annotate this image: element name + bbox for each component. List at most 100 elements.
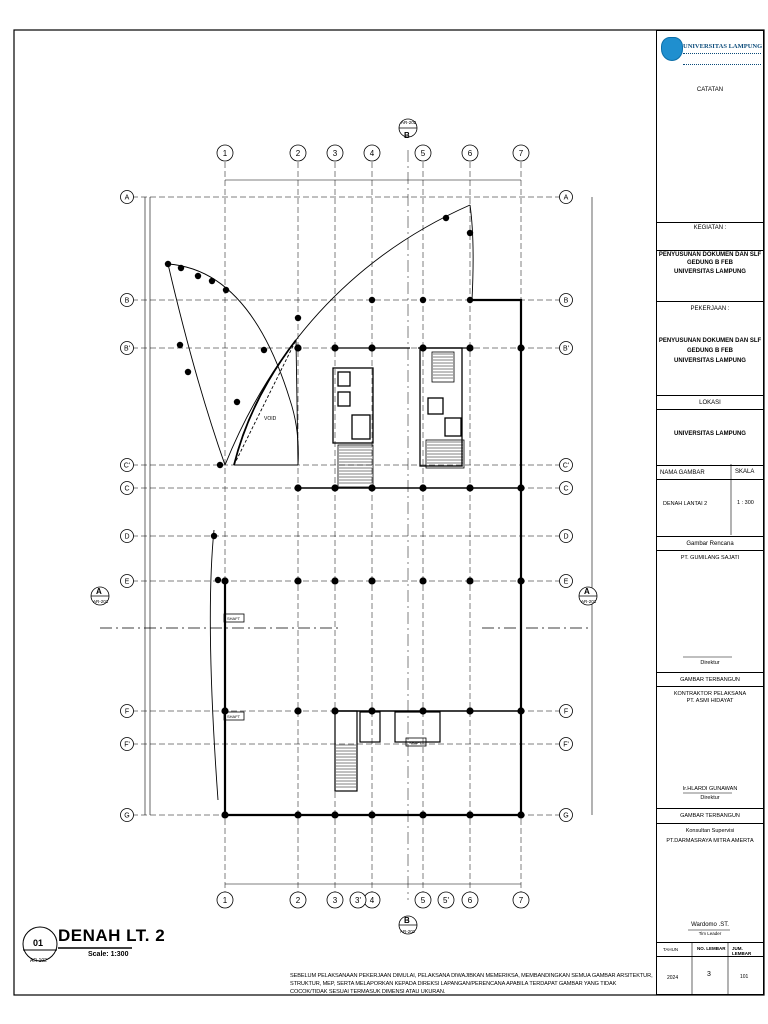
column-5-C [419,484,427,492]
grid-bubble-label: A [564,195,569,202]
grid-lines-horizontal [132,196,570,816]
grid-bubble-A-left [120,190,134,204]
grid-bubble-F'-left [120,737,134,751]
grid-bubble-label: 6 [468,149,473,158]
shaft-box-3 [405,737,427,747]
column-6-E [466,577,474,585]
grid-bubble-G-left [120,808,134,822]
column-6-C [466,484,474,492]
grid-bubble-E-right [559,574,573,588]
grid-bubble-label: F [564,709,568,716]
column-7-G [517,811,525,819]
grid-bubble-label: F' [124,742,130,749]
gambar-terbangun-2: GAMBAR TERBANGUN [657,808,763,820]
grid-bubble-C'-right [559,458,573,472]
column-7-B' [517,344,525,352]
grid-bubble-label: 2 [296,896,301,905]
grid-bubble-label: 7 [519,896,524,905]
column-4-E [368,577,376,585]
grid-bubble-label: F [125,709,129,716]
nama-gambar-label: NAMA GAMBAR [657,465,763,479]
kegiatan-line-1: PENYUSUNAN DOKUMEN DAN SLF [657,250,763,258]
grid-bubble-6-bottom [461,891,479,909]
direktur-2: Direktur [700,795,720,801]
column-5-B' [419,344,427,352]
facade-column-0 [164,260,172,268]
column-1-E [221,577,229,585]
direktur-1: Direktur [700,660,720,666]
column-5-E [419,577,427,585]
skala-value: 1 : 300 [737,500,754,506]
general-note: SEBELUM PELAKSANAAN PEKERJAAN DIMULAI, P… [290,973,653,995]
grid-bubble-D-right [559,529,573,543]
grid-bubble-2-top [289,144,307,162]
grid-bubble-3'-bottom [349,891,367,909]
title-badge: 01 AR-102 [22,926,132,964]
section-mark-top: AR-202 B [398,118,418,140]
grid-bubble-label: B [125,298,130,305]
shaft-box-2 [223,711,245,721]
svg-text:AR-201: AR-201 [581,599,597,604]
column-3-E [331,577,339,585]
grid-bubble-label: 3 [333,896,338,905]
facade-column-11 [260,346,268,354]
sheet-border [13,29,765,996]
facade-column-13 [368,296,376,304]
tahun-label: TAHUN [657,942,763,956]
grid-bubble-label: 5 [421,896,426,905]
university-name: UNIVERSITAS LAMPUNG [683,43,763,50]
grid-bubble-label: E [564,579,569,586]
column-1-F [221,707,229,715]
svg-text:B: B [404,916,410,925]
column-7-C [517,484,525,492]
shaft-label-2: SHAFT [227,714,241,719]
pekerjaan-label: PEKERJAAN : [657,301,763,315]
grid-bubble-F-left [120,704,134,718]
grid-bubble-C-left [120,481,134,495]
column-1-G [221,811,229,819]
no-lembar-value: 3 [707,971,711,978]
no-lembar-label: NO. LEMBAR [697,946,726,951]
svg-text:01: 01 [33,938,43,948]
drawing-scale: Scale: 1:300 [88,951,129,958]
grid-bubble-B-right [559,293,573,307]
facade-column-9 [214,576,222,584]
column-3-G [331,811,339,819]
grid-bubble-label: 3 [333,149,338,158]
grid-bubble-3-top [326,144,344,162]
grid-bubble-label: C [563,486,568,493]
gambar-terbangun-1: GAMBAR TERBANGUN [657,672,763,684]
skala-label: SKALA [735,469,755,475]
team-leader: Tim Leader [698,931,722,936]
column-6-F [466,707,474,715]
grid-bubble-label: 3' [355,896,361,905]
grid-bubble-D-left [120,529,134,543]
kontraktor-name: PT. ASMI HIDAYAT [686,698,734,704]
konsultan-person: Wardomo .ST. [691,922,729,928]
grid-bubble-label: 1 [223,896,228,905]
column-2-E [294,577,302,585]
grid-bubble-label: 1 [223,149,228,158]
drawing-title: DENAH LT. 2 [58,926,166,945]
jumlah-lembar-label: JUM. LEMBAR [732,946,752,956]
pekerjaan-line-1: PENYUSUNAN DOKUMEN DAN SLF [658,338,762,344]
grid-bubble-6-top [461,144,479,162]
svg-text:B: B [404,131,410,140]
grid-bubble-G-right [559,808,573,822]
grid-bubble-label: C' [124,463,130,470]
facade-column-17 [466,229,474,237]
pekerjaan-line-2: GEDUNG B FEB [686,348,733,354]
grid-bubble-label: C' [563,463,569,470]
grid-bubble-5'-bottom [437,891,455,909]
grid-bubble-label: 4 [370,149,375,158]
column-5-F [419,707,427,715]
grid-bubble-label: 4 [370,896,375,905]
grid-bubble-3-bottom [326,891,344,909]
column-4-C [368,484,376,492]
grid-bubble-5-bottom [414,891,432,909]
kegiatan-label: KEGIATAN : [657,222,763,232]
grid-bubble-B'-left [120,341,134,355]
column-4-G [368,811,376,819]
konsultan-label: Konsultan Supervisi [657,823,763,835]
